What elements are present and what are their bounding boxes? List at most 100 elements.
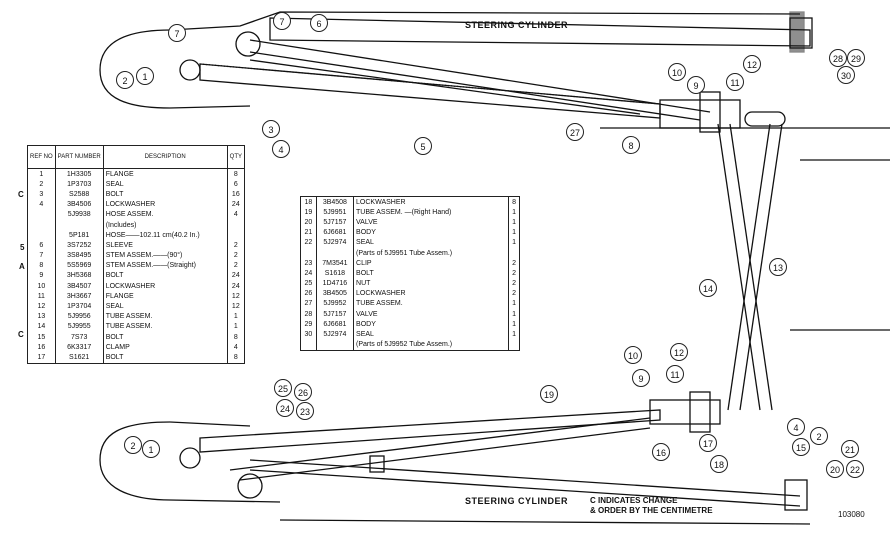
description-cell: CLIP (353, 258, 509, 269)
part-number-cell: 5J9956 (54, 311, 104, 322)
top-flange-block (699, 91, 721, 133)
description-cell: TUBE ASSEM. —(Right Hand) (353, 207, 509, 218)
description-cell: BOLT (102, 189, 228, 200)
qty-cell (226, 230, 245, 241)
part-number-cell: S1621 (54, 352, 104, 364)
table-header-row: REF NO PART NUMBER DESCRIPTION QTY (27, 145, 245, 169)
tube-19 (249, 459, 801, 497)
bottom-valve-bank (649, 399, 721, 425)
description-cell: LOCKWASHER (102, 281, 228, 292)
ref-no-cell (27, 209, 56, 220)
ref-no-cell: 23 (300, 258, 317, 269)
qty-cell: 2 (226, 250, 245, 261)
callout: 10 (624, 346, 642, 364)
bottom-left-flange (179, 447, 201, 469)
qty-cell: 4 (226, 209, 245, 220)
bottom-frame-edge (279, 519, 811, 525)
description-cell: FLANGE (102, 291, 228, 302)
margin-marker: A (19, 262, 25, 271)
part-number-cell: 5J2974 (315, 237, 354, 248)
callout: 30 (837, 66, 855, 84)
description-cell: (Parts of 5J9952 Tube Assem.) (353, 339, 509, 351)
description-cell: VALVE (353, 309, 509, 320)
description-cell: BODY (353, 319, 509, 330)
part-number-cell: 5J7157 (315, 309, 354, 320)
qty-cell: 1 (508, 298, 520, 310)
description-cell: (Includes) (102, 219, 228, 231)
part-number-cell: 1H3305 (54, 168, 104, 180)
description-cell: BODY (353, 227, 509, 238)
part-number-cell: 5P181 (54, 230, 104, 241)
part-number-cell: 3B4506 (54, 199, 104, 210)
ref-no-cell: 26 (300, 288, 317, 299)
part-number-cell: 5J9955 (54, 321, 104, 332)
part-number-cell: S2588 (54, 189, 104, 200)
top-stem-assembly (235, 31, 261, 57)
qty-cell: 1 (508, 329, 520, 340)
top-hose-assembly (199, 63, 661, 119)
qty-cell: 1 (508, 319, 520, 330)
callout: 8 (622, 136, 640, 154)
ref-no-cell: 29 (300, 319, 317, 330)
callout: 21 (841, 440, 859, 458)
qty-cell (226, 219, 245, 231)
part-number-cell (315, 339, 354, 351)
callout: 25 (274, 379, 292, 397)
description-cell: NUT (353, 278, 509, 289)
table-row: (Parts of 5J9951 Tube Assem.) (300, 247, 520, 259)
ref-no-cell: 11 (27, 291, 56, 302)
qty-cell: 12 (226, 291, 245, 302)
callout: 10 (668, 63, 686, 81)
tube-13-a (717, 123, 761, 411)
callout: 15 (792, 438, 810, 456)
callout: 4 (272, 140, 290, 158)
callout: 28 (829, 49, 847, 67)
ref-no-cell (300, 247, 317, 259)
callout: 2 (810, 427, 828, 445)
col-part-number: PART NUMBER (54, 145, 104, 169)
qty-cell: 1 (508, 207, 520, 218)
ref-no-cell: 16 (27, 342, 56, 353)
qty-cell: 24 (226, 270, 245, 282)
callout: 11 (726, 73, 744, 91)
part-number-cell: 1P3703 (54, 179, 104, 190)
callout: 1 (136, 67, 154, 85)
callout: 11 (666, 365, 684, 383)
description-cell: TUBE ASSEM. (353, 298, 509, 310)
callout: 29 (847, 49, 865, 67)
description-cell: CLAMP (102, 342, 228, 353)
ref-no-cell: 21 (300, 227, 317, 238)
ref-no-cell (300, 339, 317, 351)
part-number-cell: 6J6681 (315, 319, 354, 330)
qty-cell: 16 (226, 189, 245, 200)
ref-no-cell: 18 (300, 196, 317, 208)
ref-no-cell: 24 (300, 268, 317, 279)
callout: 17 (699, 434, 717, 452)
qty-cell: 2 (508, 258, 520, 269)
description-cell: BOLT (102, 332, 228, 343)
ref-no-cell: 27 (300, 298, 317, 310)
description-cell: BOLT (102, 270, 228, 282)
ref-no-cell: 13 (27, 311, 56, 322)
description-cell: STEM ASSEM.——(90°) (102, 250, 228, 261)
qty-cell: 8 (226, 168, 245, 180)
callout: 2 (116, 71, 134, 89)
description-cell: LOCKWASHER (353, 196, 509, 208)
